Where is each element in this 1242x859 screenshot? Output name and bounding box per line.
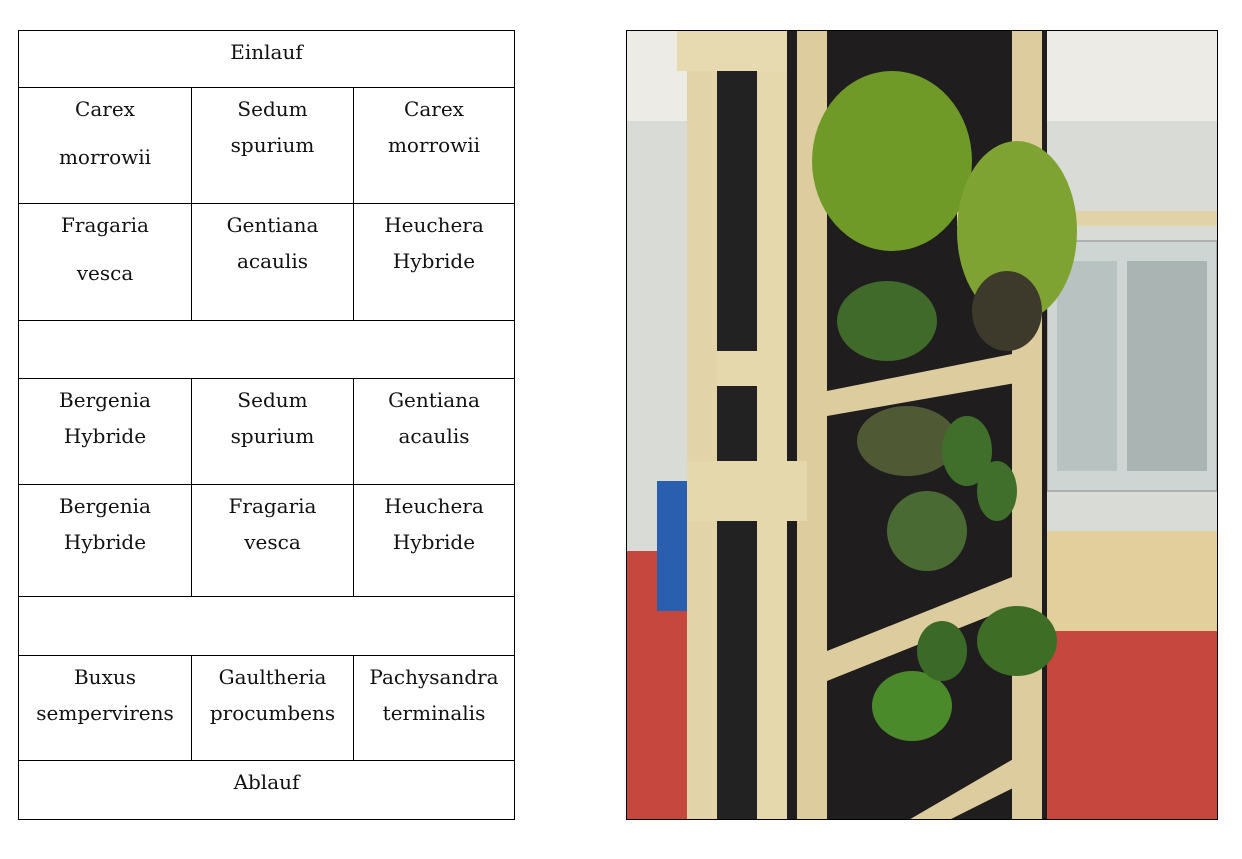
empty-row: [19, 597, 514, 656]
vertical-garden-photo: [626, 30, 1218, 820]
empty-row: [19, 321, 514, 379]
outlet-row: Ablauf: [19, 761, 514, 821]
inlet-row: Einlauf: [19, 31, 514, 88]
outlet-label: Ablauf: [233, 770, 300, 794]
inlet-label: Einlauf: [230, 40, 303, 64]
vertical-garden-photo-icon: [627, 31, 1217, 819]
